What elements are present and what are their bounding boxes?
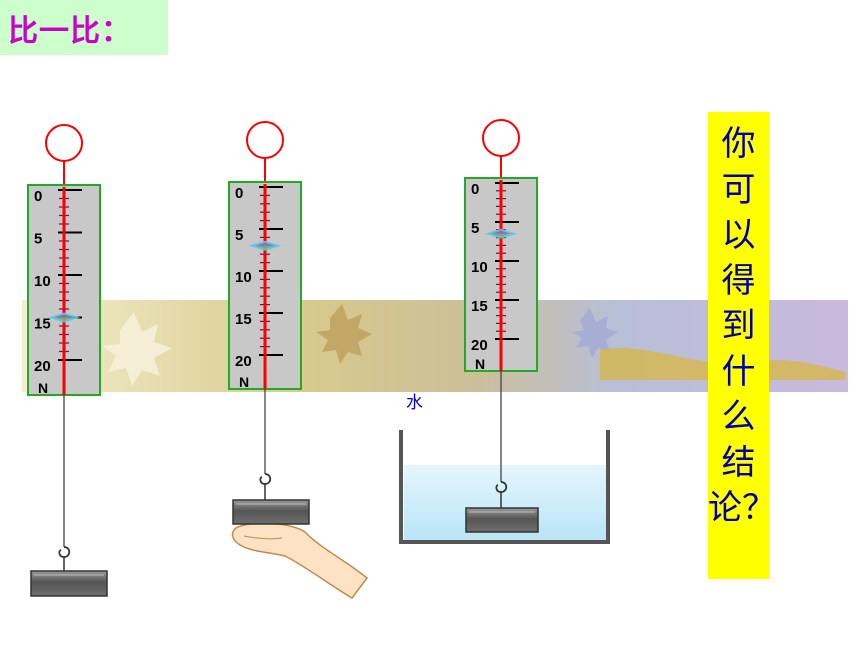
pointer-purple — [255, 242, 275, 246]
pointer-purple — [54, 314, 74, 318]
pointer-green — [255, 245, 275, 249]
tick-label: 0 — [235, 185, 243, 202]
spring-scale-air: 0 5 10 15 20N — [27, 124, 108, 597]
title-box: 比一比： — [0, 0, 168, 55]
tick-label: 15 — [34, 316, 51, 333]
pointer-green — [54, 317, 74, 321]
page-title: 比一比： — [8, 14, 132, 49]
leaf-shape — [572, 308, 618, 358]
hanging-ring — [246, 121, 284, 159]
scale-pointer — [485, 228, 517, 239]
scale-pointer — [48, 312, 80, 323]
scale-pointer — [249, 240, 281, 251]
hand — [231, 522, 369, 599]
unit-label: N — [239, 374, 249, 390]
tick-label: 15 — [471, 298, 488, 315]
leaf-shape — [316, 304, 372, 364]
spring-scale-water: 0 5 10 15 20N — [464, 119, 539, 533]
hanging-ring — [482, 119, 520, 157]
tick-label: 10 — [471, 259, 488, 276]
unit-label: N — [38, 380, 48, 396]
spring-scale-hand: 0 5 10 15 20N — [228, 121, 310, 525]
question-box: 你 可 以 得 到 什 么 结 论？ — [708, 112, 776, 579]
tick-label: 0 — [34, 188, 42, 205]
hook — [259, 473, 272, 485]
water-label: 水 — [406, 393, 423, 413]
hand-shape — [231, 522, 369, 599]
hand-crease — [243, 535, 283, 540]
tick-label: 20 — [471, 337, 488, 354]
tick-label: 5 — [34, 231, 42, 248]
tick-label: 10 — [34, 273, 51, 290]
tick-label: 5 — [235, 227, 243, 244]
tick-label: 5 — [471, 220, 479, 237]
question-text: 你 可 以 得 到 什 么 结 论？ — [708, 124, 776, 528]
tick-label: 20 — [34, 358, 51, 375]
tick-label: 10 — [235, 269, 252, 286]
pointer-purple — [491, 230, 511, 234]
tick-label: 15 — [235, 311, 252, 328]
hook — [58, 546, 71, 558]
container-wall — [399, 430, 610, 544]
unit-label: N — [475, 356, 485, 372]
hanging-ring — [45, 124, 83, 162]
leaf-shape — [102, 312, 172, 386]
pointer-green — [491, 233, 511, 237]
tick-label: 20 — [235, 353, 252, 370]
tick-label: 0 — [471, 181, 479, 198]
